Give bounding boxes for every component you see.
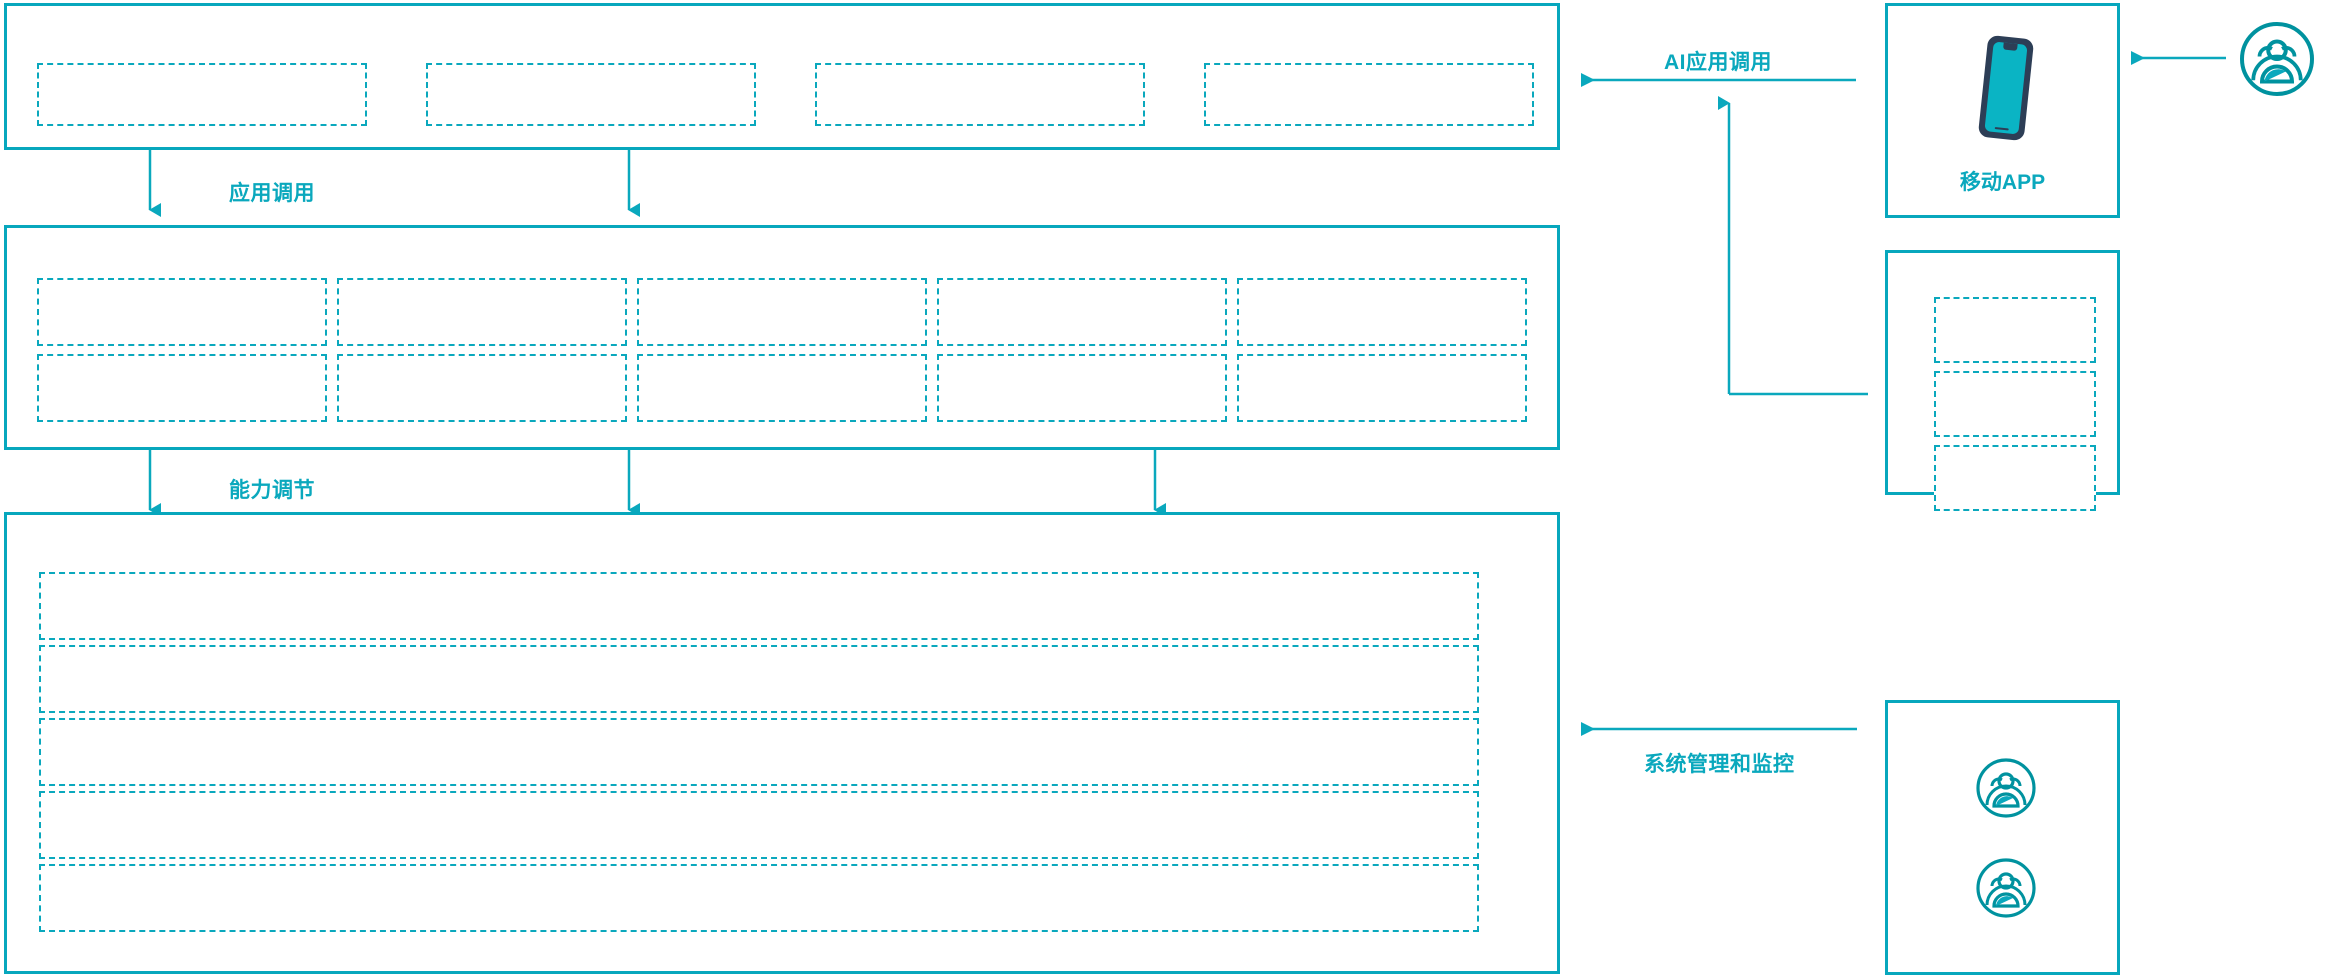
infra-row-2[interactable] [39,645,1479,713]
operators-panel [1885,700,2120,975]
infra-row-3[interactable] [39,718,1479,786]
channel-row-1[interactable] [1934,297,2096,363]
user-group-icon [1976,858,2036,918]
mobile-app-panel: 移动APP [1885,3,2120,218]
user-group-icon [1976,758,2036,818]
cap-box-r2c2[interactable] [337,354,627,422]
infra-row-4[interactable] [39,791,1479,859]
app-box-3[interactable] [815,63,1145,126]
label-app-invoke: 应用调用 [229,182,315,205]
user-group-icon-2 [1971,853,2041,923]
cap-box-r1c3[interactable] [637,278,927,346]
channel-row-2[interactable] [1934,371,2096,437]
label-system-mgmt-monitor: 系统管理和监控 [1644,753,1795,776]
channel-panel [1885,250,2120,511]
app-box-2[interactable] [426,63,756,126]
user-group-icon [2240,22,2314,96]
mobile-app-caption: 移动APP [1959,171,2046,194]
application-layer-panel [4,3,1560,150]
cap-box-r1c1[interactable] [37,278,327,346]
infrastructure-layer-panel [4,512,1560,974]
smartphone-icon [1888,28,2123,148]
cap-box-r1c2[interactable] [337,278,627,346]
arrow-channel-riser [1718,96,1868,396]
app-box-4[interactable] [1204,63,1534,126]
cap-box-r1c5[interactable] [1237,278,1527,346]
cap-box-r1c4[interactable] [937,278,1227,346]
capability-layer-panel [4,225,1560,450]
app-box-1[interactable] [37,63,367,126]
infra-row-1[interactable] [39,572,1479,640]
end-user-actor [2232,14,2322,104]
channel-row-3[interactable] [1934,445,2096,511]
infra-row-5[interactable] [39,864,1479,932]
cap-box-r2c3[interactable] [637,354,927,422]
cap-box-r2c5[interactable] [1237,354,1527,422]
label-ai-app-invoke: AI应用调用 [1664,51,1772,74]
label-capability-adjust: 能力调节 [229,479,315,502]
cap-box-r2c4[interactable] [937,354,1227,422]
user-group-icon-1 [1971,753,2041,823]
cap-box-r2c1[interactable] [37,354,327,422]
